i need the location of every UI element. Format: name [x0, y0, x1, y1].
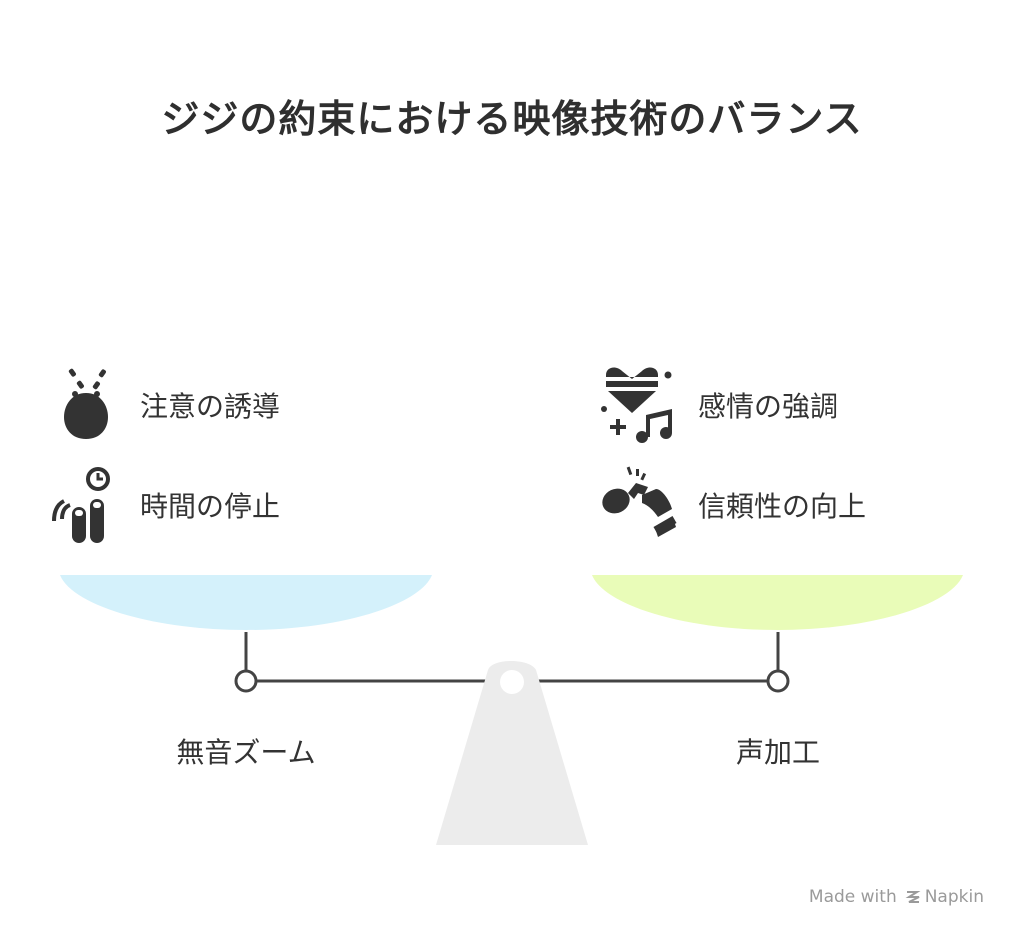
item-label: 信頼性の向上 [698, 490, 867, 523]
left-item-attention: 注意の誘導 [40, 365, 280, 445]
heart-music-icon [598, 365, 678, 445]
right-item-emotion: 感情の強調 [598, 365, 838, 445]
handshake-icon [598, 465, 678, 545]
item-label: 時間の停止 [140, 490, 281, 523]
left-joint [234, 669, 258, 693]
fingers-clock-icon [40, 465, 120, 545]
right-pan-label: 声加工 [735, 736, 820, 769]
left-pan-label: 無音ズーム [176, 736, 316, 769]
pivot [500, 670, 524, 694]
item-label: 感情の強調 [698, 390, 839, 423]
right-pan [592, 575, 963, 630]
napkin-text: Napkin [924, 887, 984, 907]
item-label: 注意の誘導 [140, 390, 281, 423]
napkin-logo-icon [905, 889, 921, 905]
right-joint [766, 669, 790, 693]
page-title: ジジの約束における映像技術のバランス [161, 97, 863, 141]
fulcrum [436, 661, 588, 845]
left-pan [60, 575, 432, 630]
head-attention-icon [40, 365, 120, 445]
brand-watermark: Made with Napkin [809, 887, 984, 907]
made-with-text: Made with [808, 887, 897, 907]
left-item-time-stop: 時間の停止 [40, 465, 280, 545]
right-item-trust: 信頼性の向上 [598, 465, 866, 545]
